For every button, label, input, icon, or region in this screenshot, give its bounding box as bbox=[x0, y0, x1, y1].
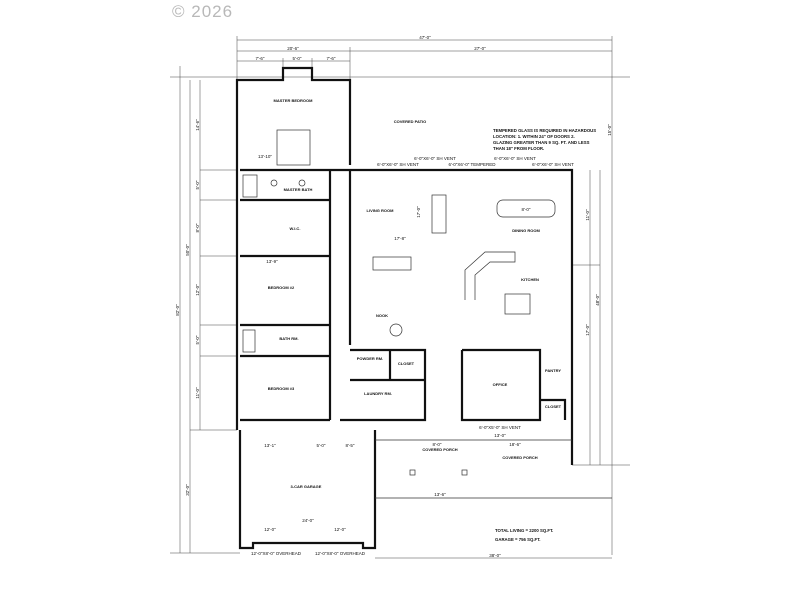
total-living: TOTAL LIVING = 2200 SQ.FT. bbox=[495, 528, 553, 533]
label-closet-1: CLOSET bbox=[398, 361, 415, 366]
window-label: 6'-0"X6'-0" SH VENT bbox=[532, 162, 574, 167]
top-dimensions: 47'-0" 20'-6" 27'-0" 7'-6" 5'-0" 7'-6" bbox=[170, 35, 630, 555]
label-bedroom-2: BEDROOM #2 bbox=[268, 285, 295, 290]
label-garage: 3-CAR GARAGE bbox=[291, 484, 322, 489]
window-label: 6'-0"X6'-0" TEMPERED bbox=[448, 162, 496, 167]
label-office: OFFICE bbox=[493, 382, 508, 387]
nook-table-icon bbox=[389, 323, 403, 337]
furniture bbox=[242, 129, 556, 353]
bathtub-icon bbox=[242, 329, 256, 353]
left-dimensions: 82'-0" 50'-0" 32'-0" 14'-6" 5'-0" 8'-0" … bbox=[170, 66, 240, 554]
kitchen-island-icon bbox=[464, 251, 516, 300]
label-covered-patio: COVERED PATIO bbox=[394, 119, 427, 124]
dim-table: 8'-0" bbox=[522, 207, 531, 212]
dim-overall-width: 47'-0" bbox=[419, 35, 431, 40]
label-master-bedroom: MASTER BEDROOM bbox=[274, 98, 314, 103]
label-laundry: LAUNDRY RM. bbox=[364, 391, 392, 396]
dim-left-5: 5'-0" bbox=[195, 335, 200, 344]
dim-right-2: 17'-0" bbox=[585, 324, 590, 336]
label-living-room: LIVING ROOM bbox=[367, 208, 395, 213]
tempered-glass-note: TEMPERED GLASS IS REQUIRED IN HAZARDOUS … bbox=[493, 128, 596, 151]
dim-left-3: 8'-0" bbox=[195, 223, 200, 232]
garage-area: GARAGE = 756 SQ.FT. bbox=[495, 537, 541, 542]
dim-living-w: 17'-8" bbox=[394, 236, 406, 241]
window-labels: 6'-0"X6'-0" SH VENT 6'-0"X6'-0" SH VENT … bbox=[377, 156, 574, 430]
dim-bottom-width: 38'-0" bbox=[489, 553, 501, 558]
sink-icon bbox=[270, 179, 278, 187]
dim-office-w: 13'-0" bbox=[494, 433, 506, 438]
label-dining-room: DINING ROOM bbox=[512, 228, 540, 233]
dim-top-c: 7'-6" bbox=[327, 56, 336, 61]
dim-overhead-2: 12'-0"X8'-0" OVERHEAD bbox=[315, 551, 366, 556]
dim-right-total: 48'-0" bbox=[595, 294, 600, 306]
dim-overhead-1: 12'-0"X8'-0" OVERHEAD bbox=[251, 551, 302, 556]
window-label: 6'-0"X6'-0" SH VENT bbox=[414, 156, 456, 161]
window-label: 6'-0"X5'-0" SH VENT bbox=[479, 425, 521, 430]
label-powder: POWDER RM. bbox=[357, 356, 383, 361]
label-covered-porch-2: COVERED PORCH bbox=[502, 455, 537, 460]
walls bbox=[235, 66, 612, 550]
dim-garage-b: 5'-0" bbox=[317, 443, 326, 448]
dim-master-width: 20'-6" bbox=[287, 46, 299, 51]
dim-garage-door-1: 12'-0" bbox=[264, 527, 276, 532]
sink-icon bbox=[504, 293, 531, 315]
dim-living-d: 17'-0" bbox=[416, 206, 421, 218]
dim-left-6: 11'-0" bbox=[195, 387, 200, 399]
note-line: LOCATION: 1. WITHIN 24" OF DOORS 2. bbox=[493, 134, 575, 139]
area-summary: TOTAL LIVING = 2200 SQ.FT. GARAGE = 756 … bbox=[495, 528, 553, 542]
dim-master-w: 13'-10" bbox=[258, 154, 272, 159]
label-closet-2: CLOSET bbox=[545, 404, 562, 409]
bed-icon bbox=[276, 129, 311, 166]
dim-bed2-w: 13'-9" bbox=[266, 259, 278, 264]
window-label: 6'-0"X6'-0" SH VENT bbox=[494, 156, 536, 161]
porch-post bbox=[461, 469, 468, 476]
dim-left-2: 5'-0" bbox=[195, 180, 200, 189]
note-line: THAN 18" FROM FLOOR. bbox=[493, 146, 544, 151]
dim-garage-door-2: 12'-0" bbox=[334, 527, 346, 532]
dim-right-1: 11'-0" bbox=[585, 209, 590, 221]
shower-icon bbox=[242, 174, 258, 198]
label-covered-porch-1: COVERED PORCH bbox=[422, 447, 457, 452]
dim-garage-a: 13'-1" bbox=[264, 443, 276, 448]
dim-garage-c: 8'-5" bbox=[346, 443, 355, 448]
note-line: TEMPERED GLASS IS REQUIRED IN HAZARDOUS bbox=[493, 128, 596, 133]
dim-top-b: 5'-0" bbox=[293, 56, 302, 61]
dim-overall-depth: 82'-0" bbox=[175, 304, 180, 316]
dim-garage-depth: 32'-0" bbox=[185, 484, 190, 496]
porch-post bbox=[409, 469, 416, 476]
dim-right-top: 15'-0" bbox=[607, 124, 612, 136]
label-bedroom-3: BEDROOM #3 bbox=[268, 386, 295, 391]
dim-top-a: 7'-6" bbox=[256, 56, 265, 61]
dim-garage-width: 24'-0" bbox=[302, 518, 314, 523]
copyright-watermark: © 2026 bbox=[172, 2, 234, 21]
dim-porch-c: 18'-6" bbox=[509, 442, 521, 447]
dim-left-1: 14'-6" bbox=[195, 119, 200, 131]
label-nook: NOOK bbox=[376, 313, 388, 318]
sofa-icon bbox=[372, 256, 412, 271]
sofa-icon bbox=[431, 194, 447, 234]
dim-house-depth: 50'-0" bbox=[185, 244, 190, 256]
dim-porch-a: 8'-0" bbox=[433, 442, 442, 447]
interior-dimensions: 13'-10" 17'-8" 17'-0" 8'-0" 13'-9" 13'-1… bbox=[251, 154, 612, 559]
dim-porch-b: 13'-6" bbox=[434, 492, 446, 497]
room-labels: MASTER BEDROOM COVERED PATIO MASTER BATH… bbox=[268, 98, 562, 489]
note-line: GLAZING GREATER THAN 9 SQ. FT. AND LESS bbox=[493, 140, 590, 145]
label-master-bath: MASTER BATH bbox=[284, 187, 313, 192]
label-bath: BATH RM. bbox=[279, 336, 298, 341]
dining-table-icon bbox=[496, 199, 556, 218]
window-label: 6'-0"X6'-0" SH VENT bbox=[377, 162, 419, 167]
label-kitchen: KITCHEN bbox=[521, 277, 539, 282]
label-wic: W.I.C. bbox=[290, 226, 301, 231]
dim-patio-width: 27'-0" bbox=[474, 46, 486, 51]
label-pantry: PANTRY bbox=[545, 368, 561, 373]
right-dimensions: 11'-0" 48'-0" 17'-0" 15'-0" bbox=[572, 124, 630, 466]
sink-icon bbox=[298, 179, 306, 187]
dim-left-4: 12'-0" bbox=[195, 284, 200, 296]
